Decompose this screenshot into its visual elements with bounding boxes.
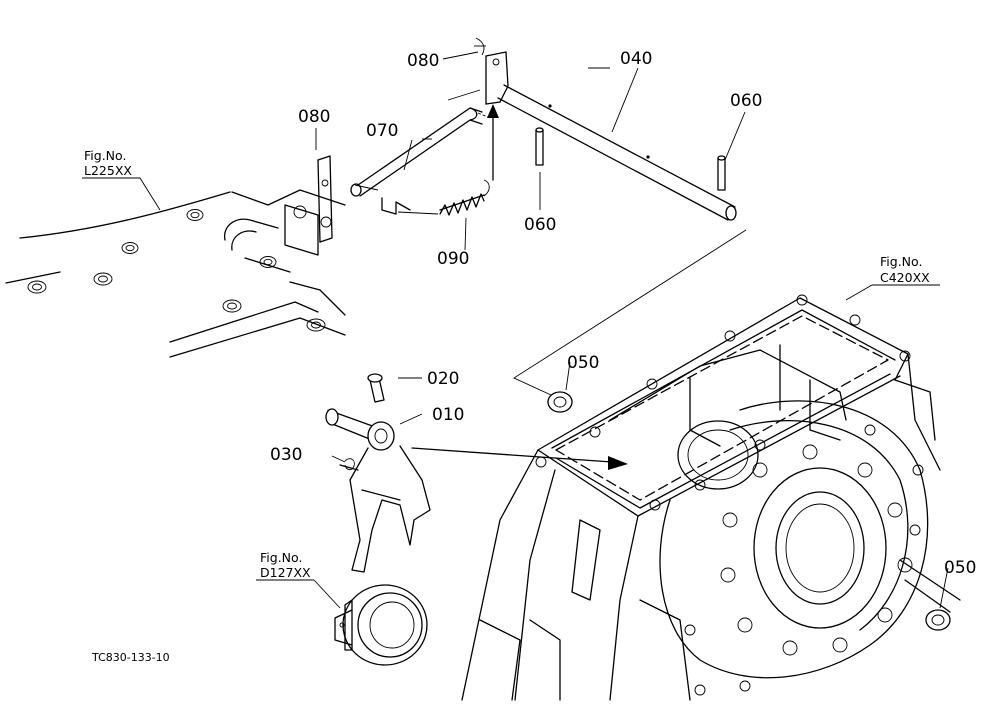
- part-label-050-upper: 050: [567, 353, 599, 373]
- assembly-arrow-up: [487, 104, 499, 181]
- part-label-080-left: 080: [298, 107, 330, 127]
- main-shaft: [497, 84, 737, 221]
- part-label-020: 020: [427, 369, 459, 389]
- figure-ref-c420-code: C420XX: [880, 270, 930, 285]
- release-bearing: [334, 584, 428, 666]
- tension-spring: [397, 179, 490, 216]
- oil-seal-upper: [547, 391, 573, 413]
- part-label-060-left: 060: [524, 215, 556, 235]
- part-label-050-lower: 050: [944, 558, 976, 578]
- diagram-code: TC830-133-10: [91, 651, 170, 664]
- part-label-040: 040: [620, 49, 652, 69]
- figure-ref-l225-code: L225XX: [84, 163, 132, 178]
- part-label-010: 010: [432, 405, 464, 425]
- clip-030: [339, 458, 359, 471]
- part-label-070: 070: [366, 121, 398, 141]
- transmission-case: [461, 294, 961, 701]
- part-label-080-top: 080: [407, 51, 439, 71]
- figure-ref-d127-title: Fig.No.: [260, 550, 302, 565]
- assembly-arrow-long: [411, 447, 628, 470]
- oil-seal-lower: [925, 609, 951, 631]
- figure-ref-d127-code: D127XX: [260, 565, 311, 580]
- spring-pin-left: [535, 127, 544, 166]
- part-label-060-right: 060: [730, 91, 762, 111]
- leader-lines: [82, 51, 949, 609]
- part-label-090: 090: [437, 249, 469, 269]
- part-label-030: 030: [270, 445, 302, 465]
- shift-fork: [325, 408, 431, 573]
- figure-ref-c420-title: Fig.No.: [880, 254, 922, 269]
- link-rod: [350, 107, 489, 215]
- shaft-lever-plate: [474, 37, 509, 105]
- figure-ref-l225-title: Fig.No.: [84, 148, 126, 163]
- pin-020: [367, 373, 385, 403]
- guide-lines: [447, 89, 747, 396]
- spring-pin-right: [717, 155, 726, 191]
- mounting-plate: [5, 155, 346, 358]
